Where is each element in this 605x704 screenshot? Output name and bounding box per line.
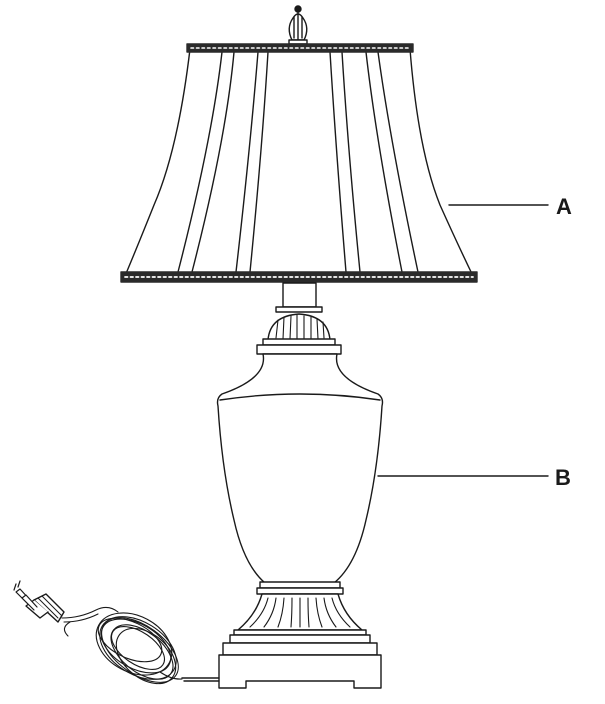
- lamp-base-body: [216, 353, 384, 595]
- finial: [288, 5, 308, 45]
- lamp-neck: [256, 282, 342, 355]
- callout-label-b: B: [555, 465, 571, 490]
- power-cord: [61, 606, 220, 685]
- callout-label-a: A: [556, 194, 572, 219]
- lamp-foot: [218, 593, 382, 689]
- lampshade: [120, 43, 478, 283]
- power-plug: [13, 580, 65, 623]
